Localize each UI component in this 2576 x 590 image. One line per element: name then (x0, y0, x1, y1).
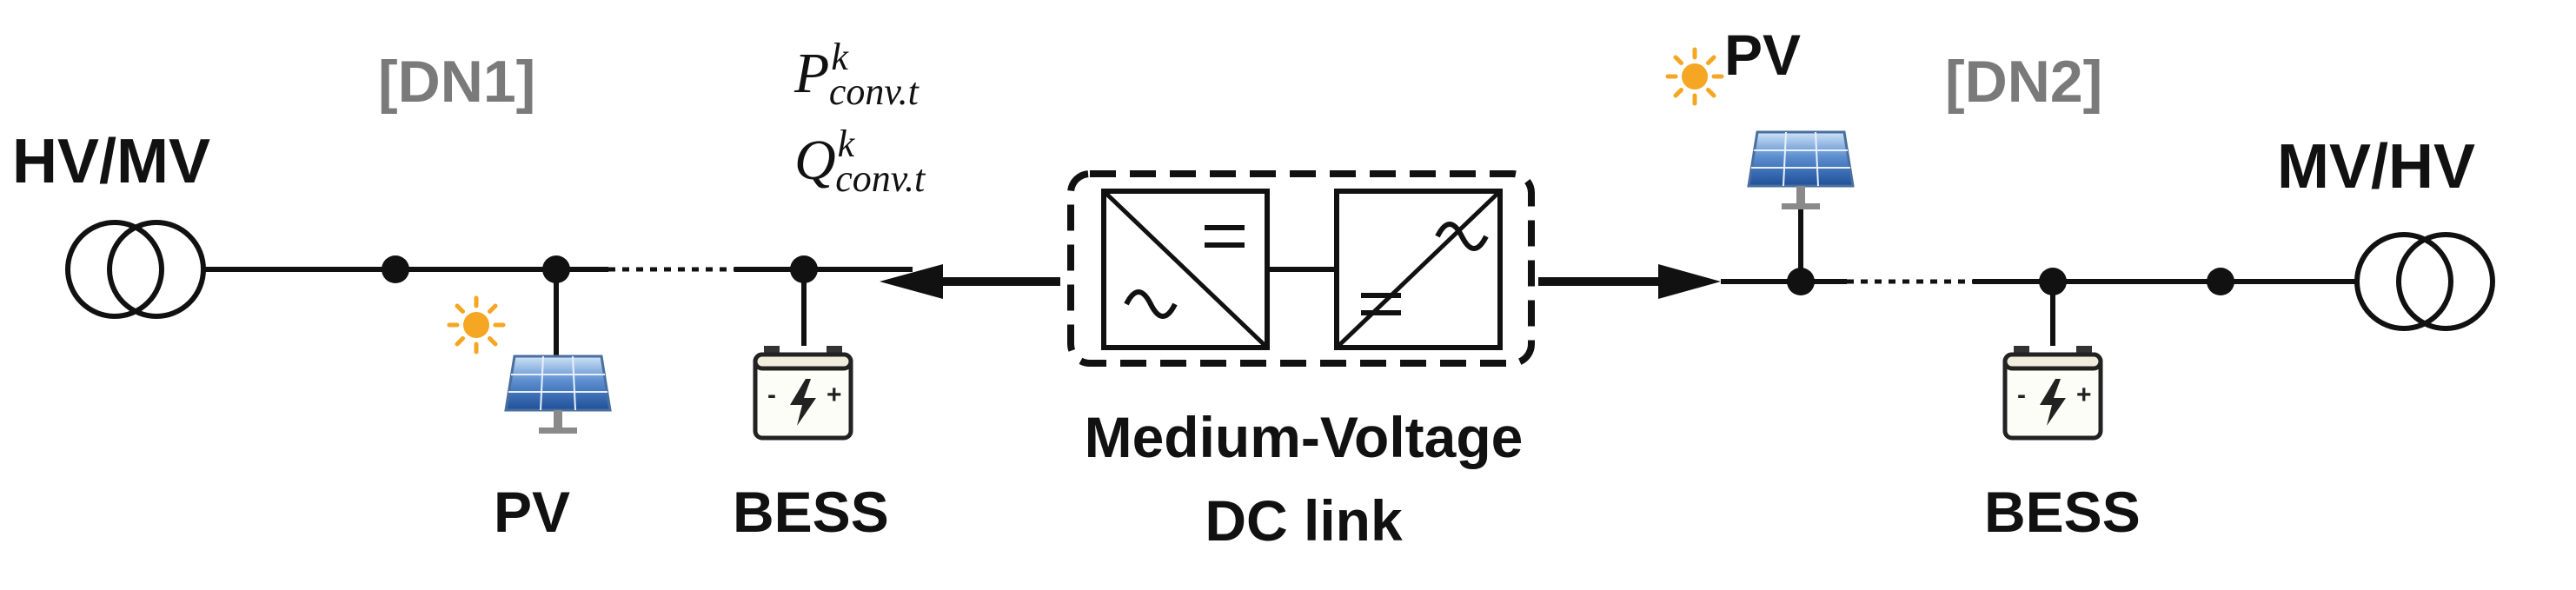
pv-right-sun-icon (1668, 50, 1722, 103)
p-conv-sup: k (831, 36, 848, 78)
p-conv-label: Pkconv.t (794, 38, 936, 111)
pv-right-label: PV (1724, 23, 1802, 87)
dc-link-label-line1: Medium-Voltage (1084, 405, 1524, 469)
q-conv-base: Q (794, 129, 836, 192)
pv-left-solar-panel-icon (504, 355, 612, 435)
dn2-bus-nodes (1787, 268, 2234, 295)
transformer-mv-hv-label: MV/HV (2277, 132, 2476, 202)
transformer-mv-hv-icon (2354, 232, 2495, 331)
transformer-hv-mv-icon (65, 220, 206, 319)
q-conv-sub: conv.t (835, 157, 926, 200)
dn1-power-flow-arrow (880, 264, 1060, 299)
bess-left-battery-icon (755, 346, 851, 438)
dn2-drops (1798, 209, 2055, 346)
p-conv-base: P (794, 42, 830, 105)
dn1-label: [DN1] (378, 49, 536, 115)
pv-left-label: PV (494, 480, 571, 544)
bess-right-battery-icon (2005, 346, 2101, 438)
pv-right-solar-panel-icon (1747, 130, 1855, 211)
transformer-hv-mv-label: HV/MV (12, 127, 211, 196)
p-conv-sub: conv.t (828, 70, 919, 113)
dn1-drops (554, 269, 807, 363)
dn2-power-flow-arrow (1538, 264, 1721, 299)
dc-link-converter (1067, 170, 1535, 367)
bess-right-label: BESS (1984, 480, 2141, 544)
q-conv-sup: k (837, 123, 855, 165)
dn2-label: [DN2] (1945, 49, 2103, 115)
pv-left-sun-icon (449, 298, 503, 352)
bess-left-label: BESS (733, 480, 889, 544)
dc-link-label-line2: DC link (1205, 488, 1403, 553)
q-conv-label: Qkconv.t (794, 125, 942, 198)
